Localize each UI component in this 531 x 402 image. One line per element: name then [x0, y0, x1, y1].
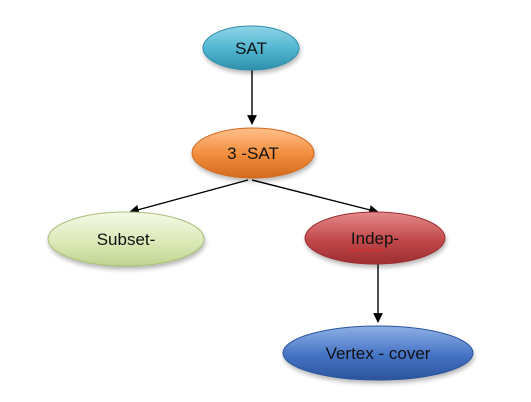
node-sat: SAT [202, 25, 300, 71]
node-indep: Indep- [304, 211, 446, 265]
node-three-sat-shape [191, 127, 315, 179]
node-subset: Subset- [47, 211, 205, 267]
node-subset-shape [47, 211, 205, 267]
node-three-sat: 3 -SAT [191, 127, 315, 179]
edge-3sat-to-indep [251, 179, 379, 215]
node-sat-label: SAT [235, 39, 267, 58]
node-subset-label: Subset- [97, 230, 156, 249]
node-sat-shape [202, 25, 300, 71]
node-indep-shape [304, 211, 446, 265]
node-indep-label: Indep- [351, 229, 399, 248]
node-vertex-cover: Vertex - cover [282, 325, 474, 381]
node-three-sat-label: 3 -SAT [227, 144, 279, 163]
edge-3sat-to-subset [129, 179, 249, 215]
node-vertex-cover-shape [282, 325, 474, 381]
node-vertex-cover-label: Vertex - cover [326, 344, 431, 363]
spellcheck-underline [348, 248, 386, 252]
